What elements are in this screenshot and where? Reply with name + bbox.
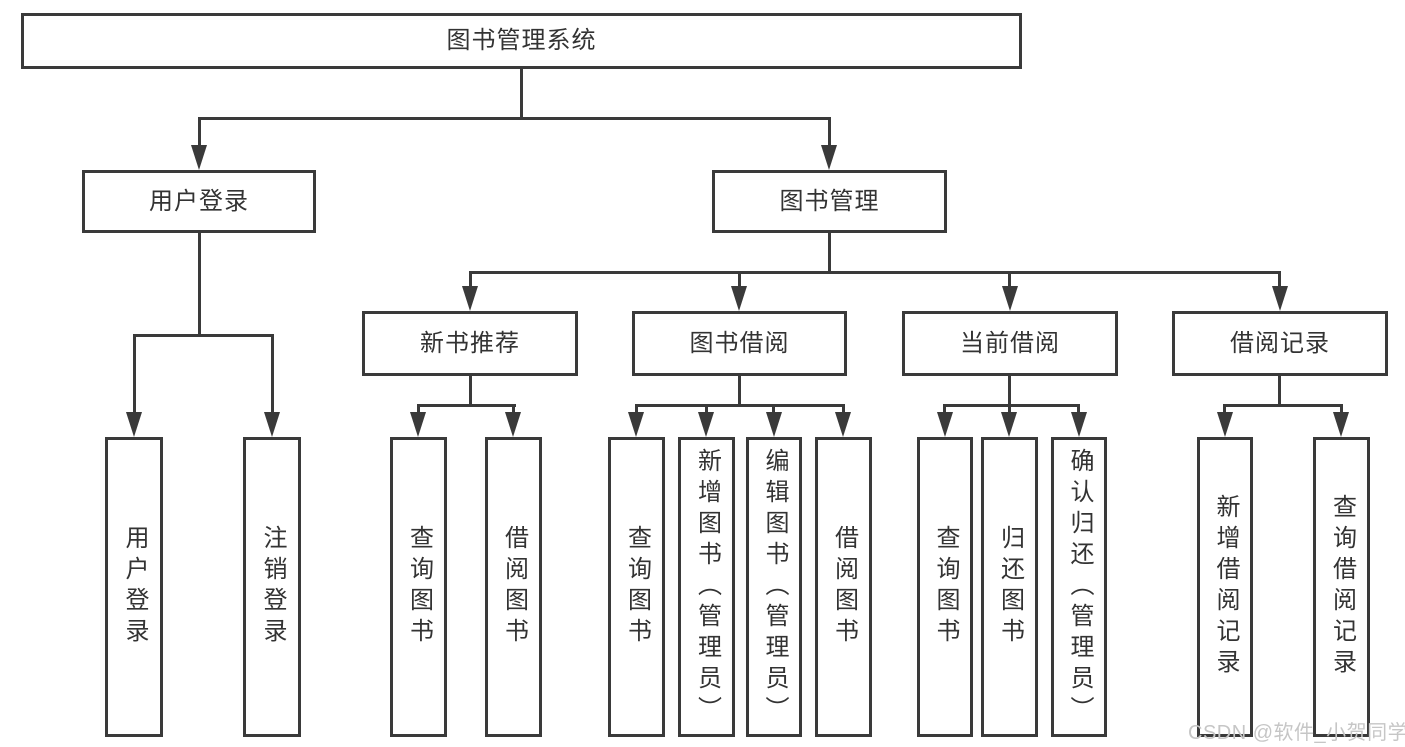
arrow-down-icon xyxy=(1333,412,1349,437)
csdn-watermark: CSDN @软件_小贺同学 xyxy=(1188,722,1405,744)
arrow-down-icon xyxy=(505,412,521,437)
arrow-down-icon xyxy=(1272,286,1288,311)
node-label: 借阅图书 xyxy=(830,525,858,649)
node-label: 注销登录 xyxy=(259,525,286,649)
node-label: 借阅记录 xyxy=(1230,329,1330,357)
leaf-node-add-book-admin: 新增图书（管理员） xyxy=(678,437,735,737)
arrow-down-icon xyxy=(191,145,207,170)
connector-new-rec-split xyxy=(417,404,516,407)
arrow-down-icon xyxy=(766,412,782,437)
connector-shaft xyxy=(1340,404,1343,414)
connector-shaft xyxy=(943,404,946,414)
node-label: 查询借阅记录 xyxy=(1328,494,1356,680)
connector-shaft xyxy=(469,273,472,288)
node-book-borrow: 图书借阅 xyxy=(632,311,847,376)
connector-shaft xyxy=(512,404,515,414)
leaf-node-borrow-books-2: 借阅图书 xyxy=(815,437,872,737)
arrow-down-icon xyxy=(1002,286,1018,311)
leaf-node-return-book: 归还图书 xyxy=(981,437,1038,737)
arrow-down-icon xyxy=(628,412,644,437)
connector-shaft xyxy=(1223,404,1226,414)
node-label: 借阅图书 xyxy=(500,525,528,649)
node-label: 用户登录 xyxy=(149,187,249,215)
node-label: 图书管理系统 xyxy=(446,27,597,54)
connector-records-split xyxy=(1223,404,1343,407)
arrow-down-icon xyxy=(126,412,142,437)
node-book-management: 图书管理 xyxy=(712,170,947,233)
node-label: 用户登录 xyxy=(121,525,148,649)
leaf-node-edit-book-admin: 编辑图书（管理员） xyxy=(746,437,802,737)
connector-shaft xyxy=(772,404,775,414)
leaf-node-query-books-3: 查询图书 xyxy=(917,437,973,737)
leaf-node-query-borrow-record: 查询借阅记录 xyxy=(1313,437,1370,737)
leaf-node-query-books-1: 查询图书 xyxy=(390,437,447,737)
arrow-down-icon xyxy=(698,412,714,437)
connector-shaft xyxy=(738,273,741,288)
arrow-down-icon xyxy=(821,145,837,170)
node-borrow-records: 借阅记录 xyxy=(1172,311,1388,376)
arrow-down-icon xyxy=(1217,412,1233,437)
connector-shaft xyxy=(133,336,136,414)
connector-shaft xyxy=(1008,273,1011,288)
connector-root-split xyxy=(198,117,831,120)
leaf-node-borrow-books-1: 借阅图书 xyxy=(485,437,542,737)
arrow-down-icon xyxy=(1001,412,1017,437)
node-label: 查询图书 xyxy=(405,525,433,649)
connector-shaft xyxy=(635,404,638,414)
connector-records-riser xyxy=(1278,375,1281,406)
node-label: 新增借阅记录 xyxy=(1212,494,1239,680)
node-user-login: 用户登录 xyxy=(82,170,316,233)
leaf-node-query-books-2: 查询图书 xyxy=(608,437,665,737)
connector-shaft xyxy=(842,404,845,414)
arrow-down-icon xyxy=(1071,412,1087,437)
node-label: 新书推荐 xyxy=(420,329,520,357)
connector-shaft xyxy=(828,119,831,147)
node-label: 新增图书（管理员） xyxy=(693,447,721,727)
connector-current-borrow-riser xyxy=(1008,375,1011,406)
node-label: 确认归还（管理员） xyxy=(1066,447,1093,727)
arrow-down-icon xyxy=(410,412,426,437)
connector-user-login-riser xyxy=(198,233,201,335)
connector-current-borrow-split xyxy=(943,404,1080,407)
leaf-node-confirm-return-admin: 确认归还（管理员） xyxy=(1051,437,1107,737)
connector-user-login-split xyxy=(133,334,274,337)
connector-book-mgmt-split xyxy=(469,271,1281,274)
connector-new-rec-riser xyxy=(469,375,472,406)
node-label: 查询图书 xyxy=(623,525,651,649)
arrow-down-icon xyxy=(462,286,478,311)
connector-shaft xyxy=(705,404,708,414)
node-current-borrow: 当前借阅 xyxy=(902,311,1118,376)
arrow-down-icon xyxy=(264,412,280,437)
connector-root-riser xyxy=(520,68,523,118)
leaf-node-logout: 注销登录 xyxy=(243,437,301,737)
connector-shaft xyxy=(198,119,201,147)
connector-book-borrow-riser xyxy=(738,375,741,406)
connector-shaft xyxy=(1008,404,1011,414)
arrow-down-icon xyxy=(835,412,851,437)
node-label: 图书借阅 xyxy=(689,329,790,357)
connector-book-mgmt-riser xyxy=(828,233,831,273)
node-label: 查询图书 xyxy=(932,525,959,649)
connector-book-borrow-split xyxy=(635,404,845,407)
connector-shaft xyxy=(271,336,274,414)
node-label: 编辑图书（管理员） xyxy=(761,447,788,727)
node-library-management-system: 图书管理系统 xyxy=(21,13,1022,69)
leaf-node-user-login: 用户登录 xyxy=(105,437,163,737)
node-label: 当前借阅 xyxy=(960,329,1060,357)
arrow-down-icon xyxy=(937,412,953,437)
node-label: 归还图书 xyxy=(996,525,1024,649)
connector-shaft xyxy=(1077,404,1080,414)
node-label: 图书管理 xyxy=(779,187,880,215)
node-new-book-recommend: 新书推荐 xyxy=(362,311,578,376)
leaf-node-add-borrow-record: 新增借阅记录 xyxy=(1197,437,1253,737)
connector-shaft xyxy=(1278,273,1281,288)
connector-shaft xyxy=(417,404,420,414)
arrow-down-icon xyxy=(731,286,747,311)
